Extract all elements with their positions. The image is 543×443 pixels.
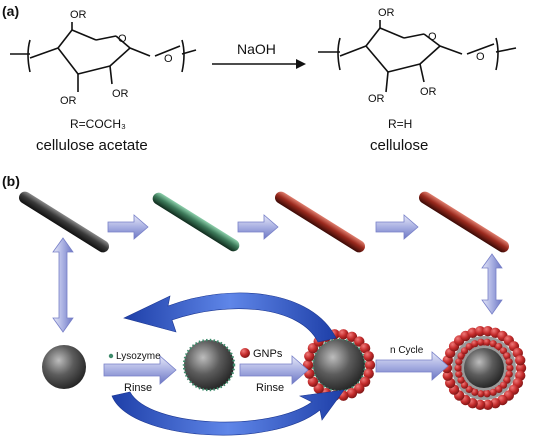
gold-nanoparticle [474, 326, 486, 337]
step1-sub: Rinse [124, 382, 152, 394]
cycle-arrow-bottom [111, 389, 345, 436]
step2-sub: Rinse [256, 382, 284, 394]
gold-nanoparticle [495, 343, 503, 351]
left-compound-name: cellulose acetate [36, 137, 148, 154]
cellulose-structure [318, 20, 517, 93]
right-ring-oxygen: O [428, 31, 437, 43]
gold-nanoparticle [455, 370, 463, 378]
right-substituent-bottom-left: OR [368, 93, 385, 105]
left-link-oxygen: O [164, 53, 173, 65]
gold-nanoparticle [505, 370, 513, 378]
gold-nanoparticle [489, 340, 497, 348]
particle-arrow-1 [103, 355, 177, 385]
left-substituent-bottom-right: OR [112, 88, 129, 100]
gold-nanoparticle [346, 388, 358, 399]
step2-reagent: GNPs [253, 348, 283, 360]
vertical-double-arrow-right [481, 253, 503, 315]
bare-core-particle [42, 345, 86, 389]
left-substituent-top: OR [70, 9, 87, 21]
fiber-gnp-coated [274, 191, 366, 253]
particle-arrow-3 [375, 351, 449, 381]
gold-nanoparticle [457, 376, 465, 384]
gold-nanoparticle [506, 364, 514, 372]
gold-nanoparticle [304, 351, 315, 362]
gold-nanoparticle [499, 347, 508, 355]
gold-nanoparticle [515, 362, 527, 374]
gold-nanoparticle [482, 399, 494, 410]
fiber-lysozyme-coated [152, 192, 240, 252]
gold-nanoparticle [483, 338, 491, 346]
gold-nanoparticle [503, 352, 511, 360]
cycle-arrow-top [123, 292, 337, 343]
gold-nanoparticle [495, 385, 503, 393]
gnp-coated-particle [302, 329, 376, 401]
gold-nanoparticle [454, 364, 462, 372]
lysozyme-coated-particle [182, 338, 236, 392]
step3-label: n Cycle [390, 345, 424, 356]
right-substituent-top: OR [378, 7, 395, 19]
gold-nanoparticle [442, 370, 453, 381]
gold-nanoparticle [457, 352, 465, 360]
particle-arrow-2 [239, 355, 309, 385]
gold-nanoparticle [460, 347, 469, 355]
left-r-definition: R=COCH₃ [70, 117, 126, 131]
vertical-double-arrow-left [52, 237, 74, 333]
gold-nanoparticle [465, 343, 473, 351]
panel-b-label: (b) [2, 173, 20, 189]
gold-nanoparticle [471, 340, 479, 348]
reagent-label: NaOH [237, 41, 276, 57]
gold-nanoparticle [489, 388, 497, 396]
gnp-dot-icon [240, 348, 250, 358]
right-link-oxygen: O [476, 51, 485, 63]
gold-nanoparticle [307, 376, 319, 387]
step1-reagent: Lysozyme [116, 351, 161, 362]
left-ring-oxygen: O [118, 33, 127, 45]
cellulose-acetate-structure [10, 22, 197, 92]
rod-arrow-3 [375, 214, 419, 240]
gold-nanoparticle [363, 351, 374, 362]
fiber-bare [18, 191, 110, 253]
rod-arrow-2 [237, 214, 279, 240]
gold-nanoparticle [346, 331, 358, 342]
gold-nanoparticle [465, 385, 473, 393]
right-r-definition: R=H [388, 117, 412, 131]
fiber-multilayer [418, 191, 510, 253]
rod-arrow-1 [107, 214, 149, 240]
gold-nanoparticle [359, 343, 371, 354]
gold-nanoparticle [483, 390, 491, 398]
gold-nanoparticle [471, 388, 479, 396]
gold-nanoparticle [363, 368, 374, 379]
gold-nanoparticle [477, 390, 485, 398]
right-compound-name: cellulose [370, 137, 428, 154]
gold-nanoparticle [499, 381, 508, 389]
gold-nanoparticle [338, 329, 349, 340]
gold-nanoparticle [515, 355, 526, 366]
left-substituent-bottom-left: OR [60, 95, 77, 107]
reaction-arrow-head [296, 59, 306, 69]
gold-nanoparticle [477, 338, 485, 346]
right-substituent-bottom-right: OR [420, 86, 437, 98]
gold-nanoparticle [364, 359, 376, 371]
gold-nanoparticle [354, 383, 365, 394]
gold-nanoparticle [460, 381, 469, 389]
gold-nanoparticle [503, 376, 511, 384]
multilayer-particle [441, 326, 527, 410]
lysozyme-dot-icon [108, 353, 114, 359]
gold-nanoparticle [505, 358, 513, 366]
gold-nanoparticle [455, 358, 463, 366]
panel-a-label: (a) [2, 3, 19, 19]
